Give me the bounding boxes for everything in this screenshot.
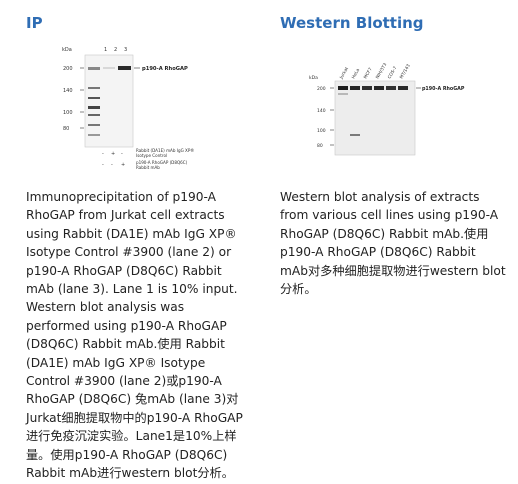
gel-band — [338, 93, 348, 95]
marker-label: 100 — [63, 110, 73, 116]
marker-label: 80 — [317, 143, 323, 149]
reagent-label-line: p190-A RhoGAP (D8Q6C) — [136, 160, 188, 165]
cell-line-label: MCF7 — [363, 66, 374, 80]
sign: - — [111, 162, 113, 168]
wb-blot-figure: kDa Jurkat HeLa MCF7 NIH/3T3 COS-7 MT/14… — [309, 60, 479, 158]
band-label: p190-A RhoGAP — [422, 86, 465, 92]
lane-number: 3 — [124, 47, 127, 53]
sign: - — [102, 151, 104, 157]
lane-number: 2 — [114, 47, 117, 53]
wb-heading: Western Blotting — [280, 14, 424, 32]
lane-number: 1 — [104, 47, 107, 53]
wb-gel — [334, 80, 416, 156]
marker-label: 140 — [63, 88, 73, 94]
cell-line-label: MT/143 — [399, 63, 412, 80]
ip-heading: IP — [26, 14, 43, 32]
marker-label: 80 — [63, 126, 69, 132]
reagent-label: Rabbit (DA1E) mAb IgG XP® Isotype Contro… — [136, 148, 196, 158]
marker-label: 100 — [317, 128, 326, 134]
gel-band — [118, 66, 131, 70]
gel-band — [88, 114, 100, 116]
gel-band — [88, 106, 100, 109]
gel-band — [88, 124, 100, 126]
sign: + — [121, 162, 125, 168]
kda-label: kDa — [62, 47, 72, 53]
wb-caption: Western blot analysis of extracts from v… — [280, 190, 506, 297]
ip-gel — [84, 54, 134, 148]
sign: + — [111, 151, 115, 157]
kda-label: kDa — [309, 75, 318, 81]
wb-blot-svg: kDa Jurkat HeLa MCF7 NIH/3T3 COS-7 MT/14… — [309, 62, 465, 156]
cell-line-label: COS-7 — [387, 65, 399, 80]
marker-label: 140 — [317, 108, 326, 114]
reagent-label-line: Rabbit (DA1E) mAb IgG XP® — [136, 148, 194, 153]
ip-blot-figure: kDa 1 2 3 200 140 100 80 — [62, 42, 222, 176]
gel-band — [398, 86, 408, 90]
sign: - — [102, 162, 104, 168]
marker-label: 200 — [317, 86, 326, 92]
band-label: p190-A RhoGAP — [142, 66, 188, 72]
gel-band — [350, 134, 360, 136]
gel-band — [103, 67, 115, 69]
sign: - — [121, 151, 123, 157]
gel-band — [88, 134, 100, 136]
gel-band — [362, 86, 372, 90]
gel-band — [88, 67, 100, 70]
ip-blot-svg: kDa 1 2 3 200 140 100 80 — [62, 47, 196, 170]
gel-band — [88, 87, 100, 89]
cell-line-label: HeLa — [351, 67, 362, 80]
gel-band — [386, 86, 396, 90]
ip-caption: Immunoprecipitation of p190-A RhoGAP fro… — [26, 190, 243, 481]
reagent-label: p190-A RhoGAP (D8Q6C) Rabbit mAb — [136, 160, 189, 170]
gel-band — [88, 97, 100, 99]
gel-band — [374, 86, 384, 90]
reagent-label-line: Isotype Control — [136, 153, 167, 158]
cell-line-label: Jurkat — [338, 66, 350, 81]
reagent-label-line: Rabbit mAb — [136, 165, 160, 170]
marker-label: 200 — [63, 66, 73, 72]
gel-band — [350, 86, 360, 90]
gel-band — [338, 86, 348, 90]
